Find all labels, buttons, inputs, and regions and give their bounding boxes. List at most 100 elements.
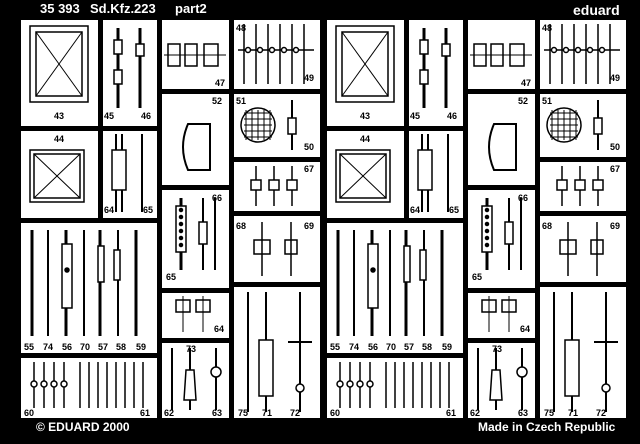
fret-panel [409,20,463,126]
etched-part [113,39,123,55]
etched-part [484,242,490,248]
etched-part [256,46,264,54]
fret-panel [234,216,320,282]
part-number-74: 74 [349,342,359,352]
etched-part [113,249,121,281]
etched-part [178,221,184,227]
etched-part [111,149,127,191]
etched-part [198,221,208,245]
part-number-52: 52 [212,96,222,106]
etched-part [484,214,490,220]
etched-part [419,39,429,55]
etched-part [419,69,429,85]
etched-part [484,221,490,227]
etched-part [592,179,604,191]
fret-panel [162,343,229,418]
etched-part [489,369,503,401]
fret-panel [468,343,535,418]
part-number-60: 60 [24,408,34,418]
etched-part [403,245,411,283]
etched-part [574,46,582,54]
part-number-43: 43 [54,111,64,121]
etched-part [178,207,184,213]
etched-part [564,339,580,397]
part-number-48: 48 [542,23,552,33]
etched-part [40,380,48,388]
fret-panel [540,287,626,418]
fret-panel [103,20,157,126]
part-number-67: 67 [610,164,620,174]
part-number-64: 64 [104,205,114,215]
etched-part [601,383,611,393]
part-number-51: 51 [542,96,552,106]
etched-part [244,46,252,54]
part-number-49: 49 [610,73,620,83]
etched-part [268,46,276,54]
etched-part [346,380,354,388]
etched-part [258,339,274,397]
etched-part [484,235,490,241]
part-number-66: 66 [212,193,222,203]
part-number-70: 70 [386,342,396,352]
part-number-52: 52 [518,96,528,106]
etched-part [556,179,568,191]
etched-part [178,235,184,241]
fret-panel [540,216,626,282]
part-number-68: 68 [236,221,246,231]
origin-text: Made in Czech Republic [478,420,616,434]
etched-part [367,243,379,309]
part-number-59: 59 [136,342,146,352]
fret-panel [234,20,320,89]
part-number-57: 57 [98,342,108,352]
etched-part [356,380,364,388]
part-number-64: 64 [410,205,420,215]
part-number-45: 45 [410,111,420,121]
part-number-68: 68 [542,221,552,231]
etched-part [586,46,594,54]
part-number-50: 50 [304,142,314,152]
etched-part [516,366,528,378]
part-number-69: 69 [304,221,314,231]
part-number-62: 62 [470,408,480,418]
etched-part [64,267,70,273]
part-number-72: 72 [596,408,606,418]
part-number-65: 65 [166,272,176,282]
hatch-line [35,31,83,97]
part-number-75: 75 [544,408,554,418]
part-number-46: 46 [141,111,151,121]
part-number-61: 61 [140,408,150,418]
part-number-63: 63 [212,408,222,418]
fret-panel [468,190,535,288]
etched-part [286,179,298,191]
part-number-44: 44 [360,134,370,144]
etched-part [295,383,305,393]
fret-panel [162,190,229,288]
part-number-51: 51 [236,96,246,106]
part-number-65: 65 [449,205,459,215]
part-number-66: 66 [518,193,528,203]
etched-part [598,46,606,54]
part-number-65: 65 [472,272,482,282]
part-number-58: 58 [422,342,432,352]
part-number-57: 57 [404,342,414,352]
etched-part [366,380,374,388]
part-number-58: 58 [116,342,126,352]
part-number-49: 49 [304,73,314,83]
curved-plate [182,123,211,171]
part-number-55: 55 [24,342,34,352]
part-number-56: 56 [62,342,72,352]
part-number-75: 75 [238,408,248,418]
etched-part [370,267,376,273]
part-number-48: 48 [236,23,246,33]
brand-logo: eduard [573,2,620,18]
hatch-line [339,153,387,199]
etched-part [550,46,558,54]
etched-part [50,380,58,388]
hatch-line [341,31,389,97]
part-number-71: 71 [262,408,272,418]
part-number-62: 62 [164,408,174,418]
part-number-72: 72 [290,408,300,418]
hatch-line [33,153,81,199]
